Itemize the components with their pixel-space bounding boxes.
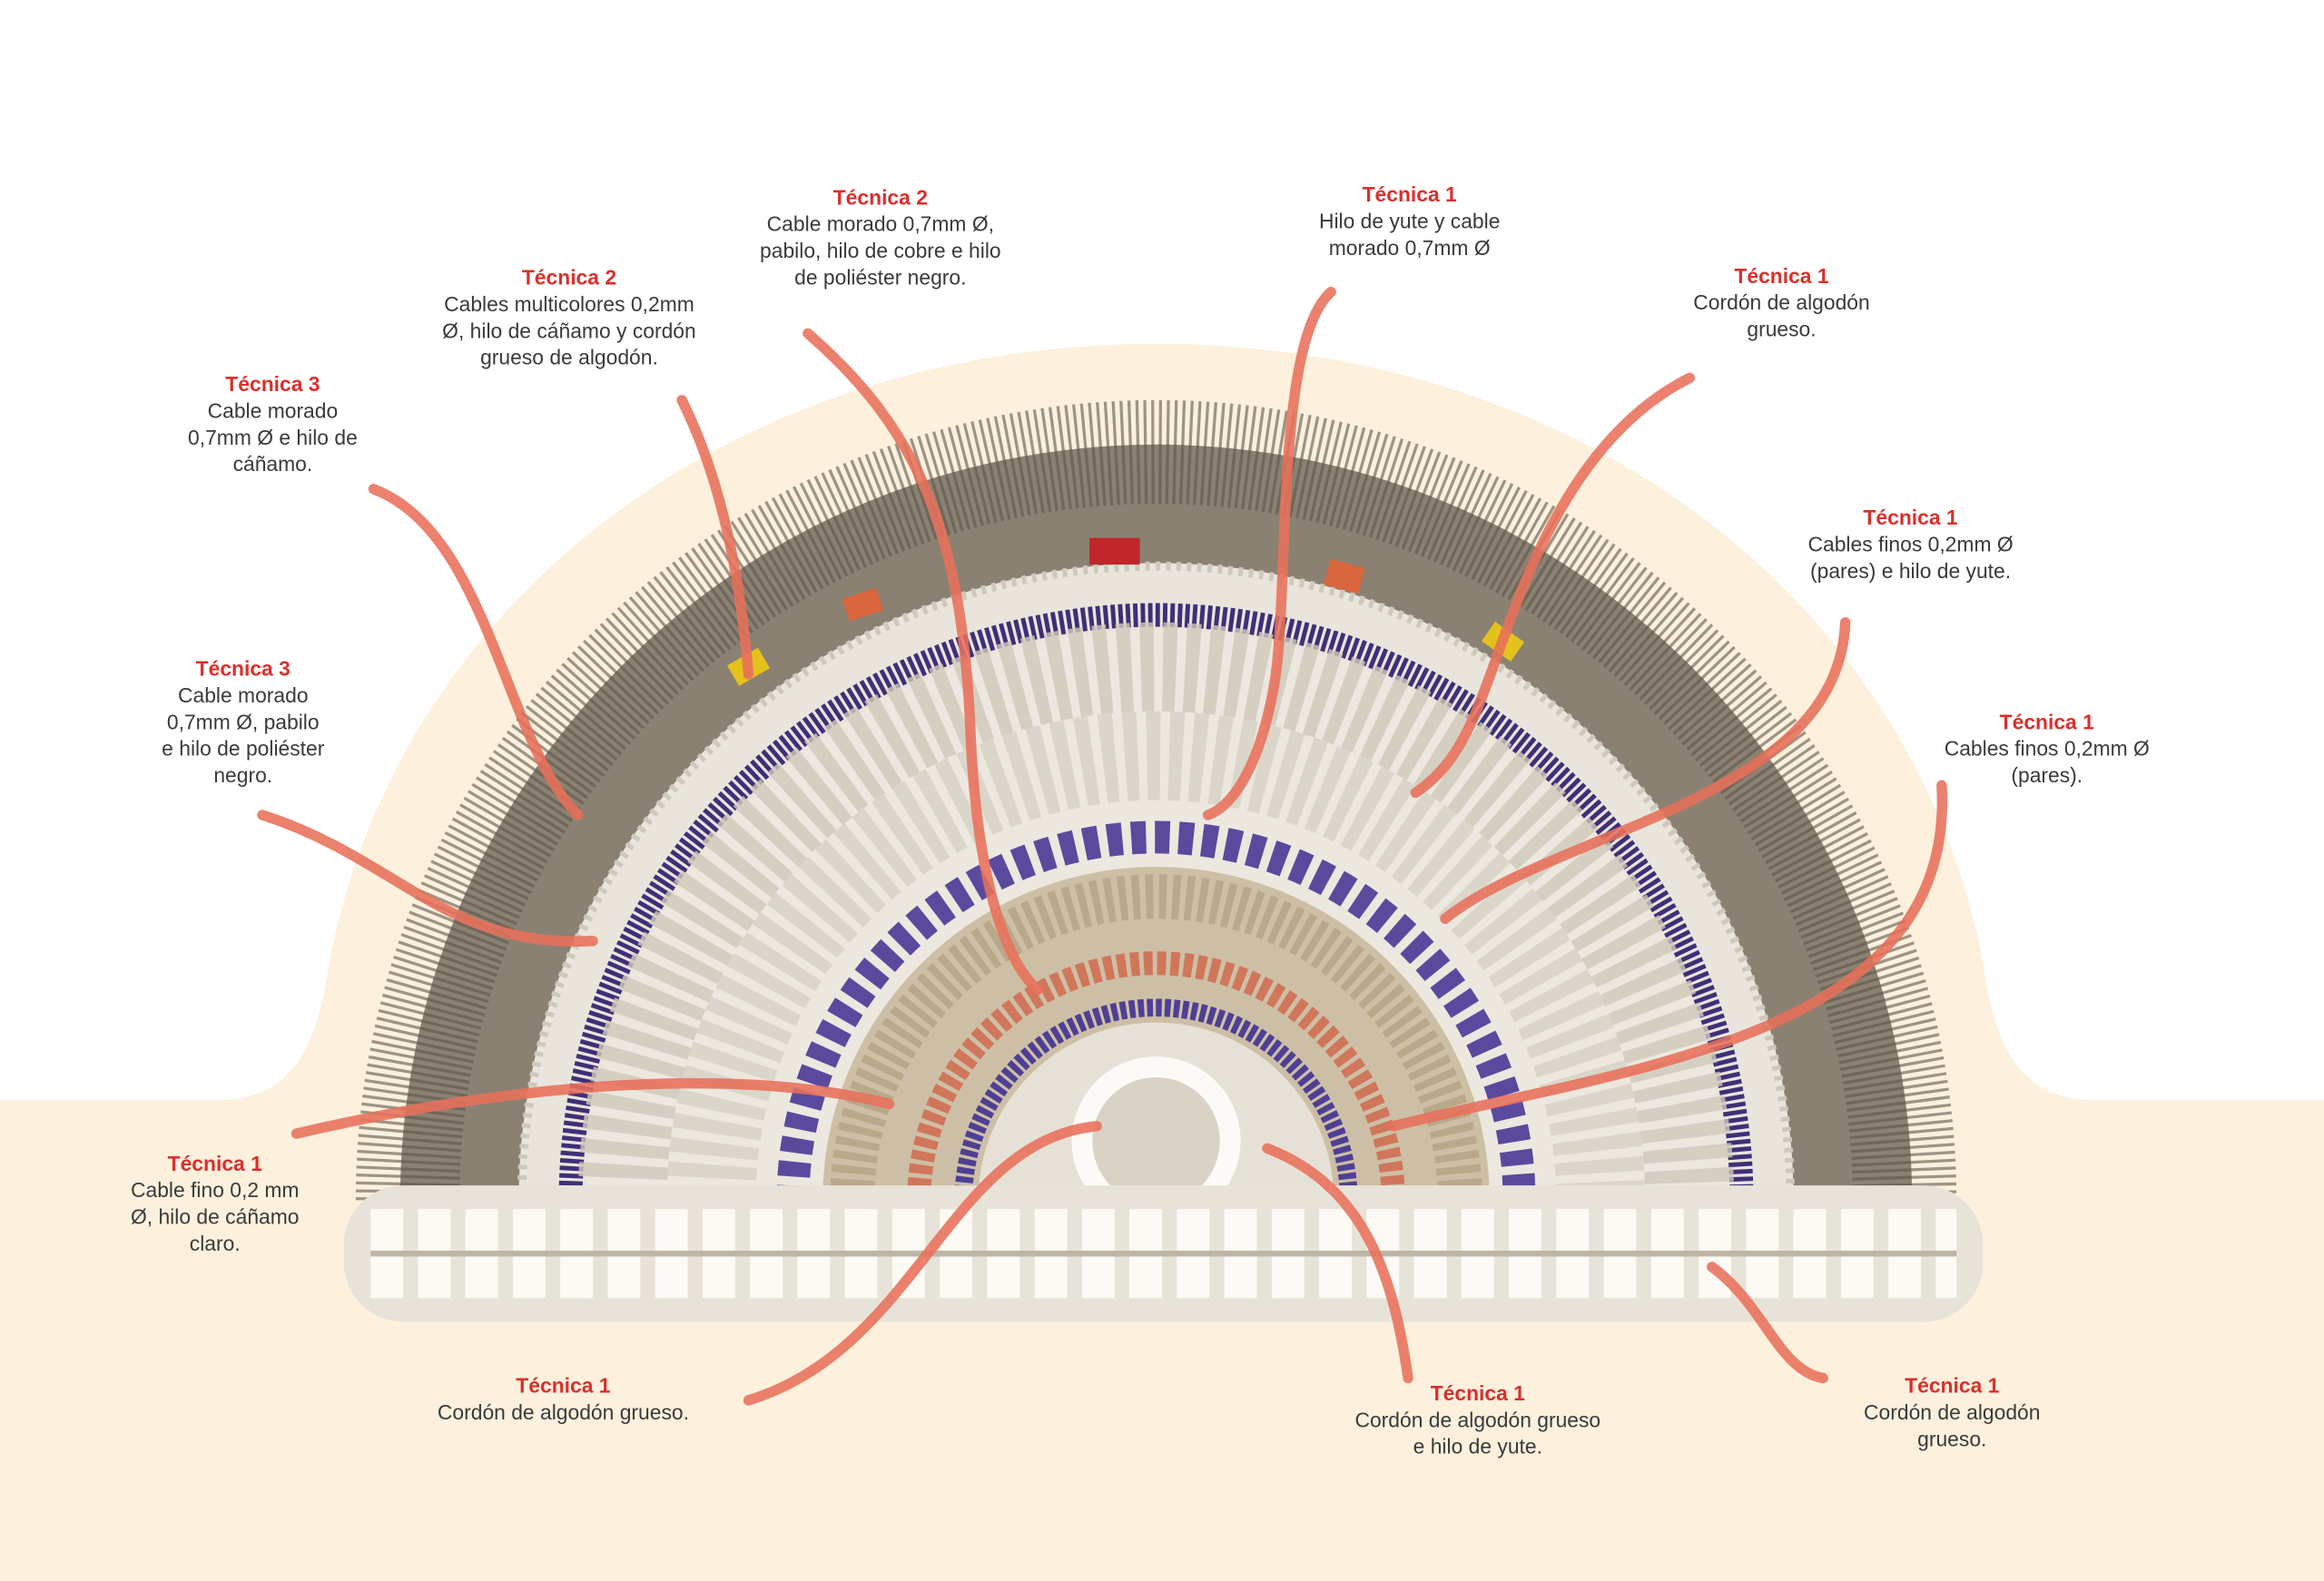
callout-text: cáñamo. [232, 451, 313, 476]
callout-line [676, 395, 754, 680]
callout-text: (pares) e hilo de yute. [1810, 558, 2012, 583]
callout-line [290, 1077, 895, 1139]
callout-label: Técnica 3 Cable morado 0,7mm Ø, pabilo e… [162, 655, 324, 789]
callout-title: Técnica 1 [1430, 1380, 1525, 1405]
callout-title: Técnica 1 [167, 1151, 262, 1175]
callout-label: Técnica 1 Cordón de algodón grueso. [438, 1372, 689, 1426]
callout-title: Técnica 3 [195, 656, 290, 681]
callout-label: Técnica 2 Cable morado 0,7mm Ø, pabilo, … [760, 183, 1001, 290]
callout-label: Técnica 1 Cordón de algodón grueso. [1693, 262, 1869, 342]
callout-text: morado 0,7mm Ø [1328, 235, 1491, 260]
callout-line [1410, 372, 1695, 799]
callout-text: Ø, hilo de cáñamo [130, 1204, 300, 1229]
callout-text: (pares). [2011, 762, 2083, 787]
callout-line [1388, 780, 1947, 1132]
callout-text: Cable morado [177, 682, 309, 707]
callout-text: 0,7mm Ø e hilo de [188, 425, 358, 449]
callout-text: Cordón de algodón grueso [1354, 1408, 1601, 1432]
callout-title: Técnica 1 [1362, 182, 1457, 206]
callout-text: Cables multicolores 0,2mm [444, 291, 694, 316]
callout-title: Técnica 3 [225, 371, 320, 396]
callout-text: Cables finos 0,2mm Ø [1807, 532, 2014, 556]
callout-text: Cables finos 0,2mm Ø [1944, 736, 2150, 761]
callout-line [257, 810, 598, 947]
callout-line [368, 484, 584, 820]
callout-title: Técnica 1 [1999, 710, 2094, 734]
callout-line [743, 1121, 1102, 1406]
callout-text: Cable morado [207, 398, 339, 423]
callout-text: pabilo, hilo de cobre e hilo [760, 238, 1001, 262]
callout-label: Técnica 1 Cable fino 0,2 mm Ø, hilo de c… [131, 1150, 300, 1257]
callout-label: Técnica 1 Cordón de algodón grueso. [1864, 1372, 2040, 1452]
callout-label: Técnica 1 Cables finos 0,2mm Ø (pares) e… [1807, 504, 2013, 584]
callout-text: Hilo de yute y cable [1318, 209, 1501, 233]
callout-title: Técnica 2 [832, 185, 928, 210]
callout-text: negro. [213, 762, 273, 787]
callout-text: Cordón de algodón [1693, 290, 1870, 315]
callout-text: 0,7mm Ø, pabilo [166, 710, 320, 734]
callout-text: Cable fino 0,2 mm [130, 1177, 300, 1203]
callout-text: de poliéster negro. [794, 265, 967, 290]
callout-label: Técnica 3 Cable morado 0,7mm Ø e hilo de… [188, 370, 358, 477]
callout-text: e hilo de yute. [1413, 1434, 1542, 1458]
callout-title: Técnica 2 [521, 265, 617, 290]
callout-text: Cordón de algodón grueso. [437, 1399, 689, 1425]
callout-text: claro. [189, 1231, 241, 1255]
callout-text: grueso. [1747, 317, 1817, 341]
callout-line [1707, 1262, 1828, 1384]
callout-text: Cable morado 0,7mm Ø, [766, 211, 994, 236]
callout-text: Cordón de algodón [1864, 1399, 2041, 1425]
callout-line [1440, 617, 1851, 924]
callout-text: grueso de algodón. [480, 345, 658, 369]
callout-title: Técnica 1 [1863, 505, 1958, 529]
callout-label: Técnica 1 Cordón de algodón grueso e hil… [1354, 1380, 1600, 1459]
callout-line [803, 328, 1043, 996]
callout-line [1202, 286, 1336, 820]
callout-text: Ø, hilo de cáñamo y cordón [442, 319, 696, 343]
callout-label: Técnica 2 Cables multicolores 0,2mm Ø, h… [442, 264, 696, 371]
callout-text: grueso. [1917, 1427, 1987, 1451]
callout-lines [257, 286, 1947, 1406]
callout-label: Técnica 1 Hilo de yute y cable morado 0,… [1319, 181, 1500, 260]
callout-title: Técnica 1 [1905, 1373, 2000, 1398]
callout-label: Técnica 1 Cables finos 0,2mm Ø (pares). [1945, 708, 2150, 788]
callout-title: Técnica 1 [516, 1373, 611, 1398]
callout-text: e hilo de poliéster [162, 736, 325, 761]
callout-title: Técnica 1 [1734, 263, 1829, 288]
callout-line [1262, 1143, 1413, 1384]
